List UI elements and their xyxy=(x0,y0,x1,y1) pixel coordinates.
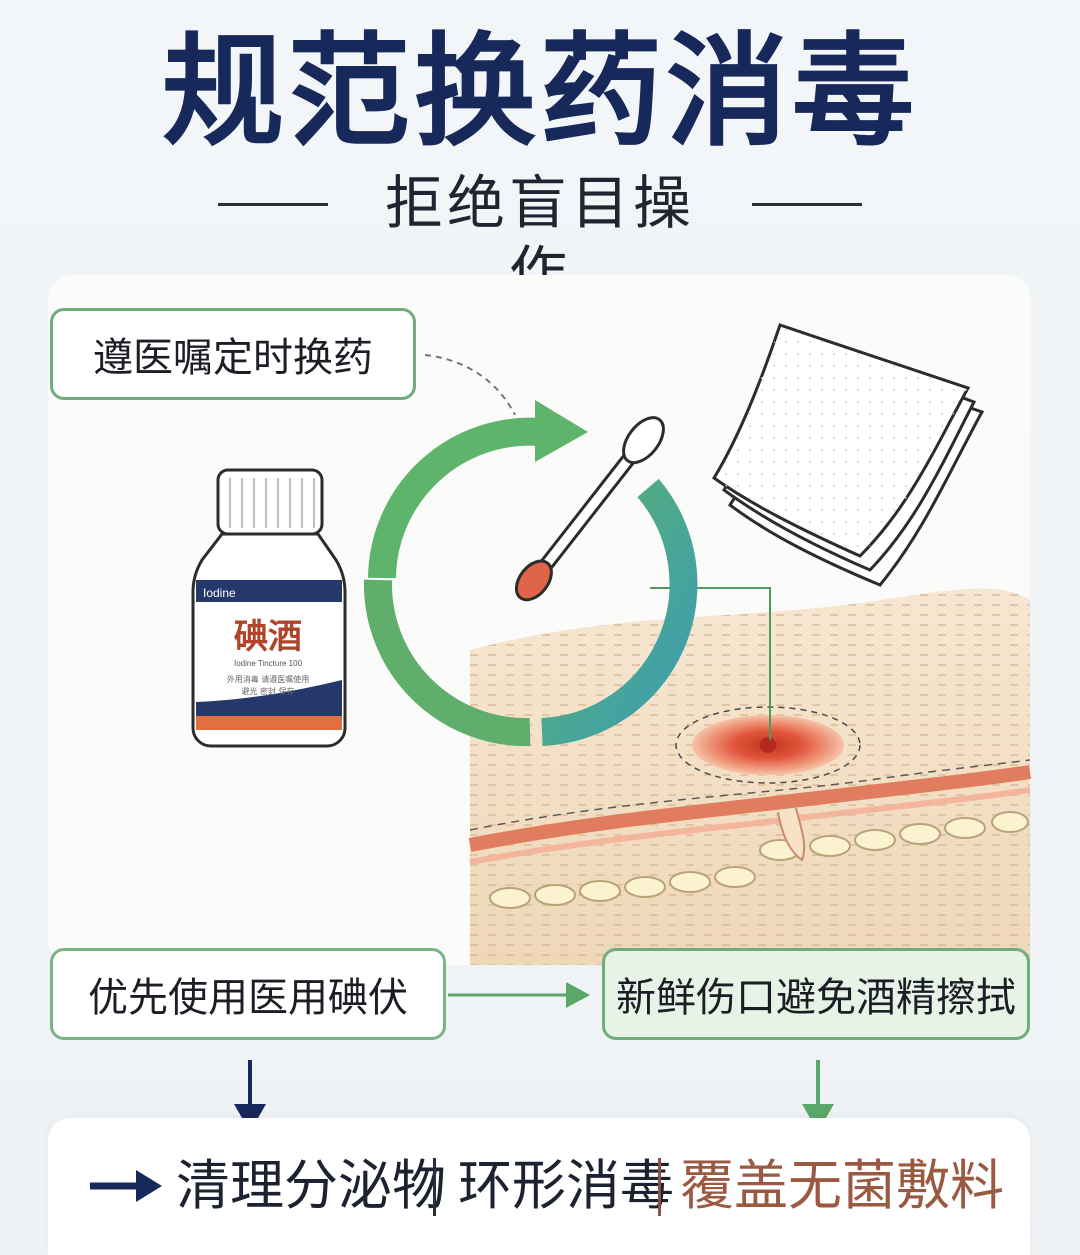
subtitle-row: 拒绝盲目操作 xyxy=(0,168,1080,307)
step-divider xyxy=(433,1158,436,1216)
bottle-fine-print-2: 外用消毒 请遵医嘱使用 xyxy=(227,674,310,684)
label-timed-dressing: 遵医嘱定时换药 xyxy=(50,308,416,400)
bottle-fine-print-3: 避光 密封 保存 xyxy=(241,686,294,696)
step-cover-sterile-dressing: 覆盖无菌敷料 xyxy=(680,1154,1004,1217)
bottle-label: 碘酒 xyxy=(234,617,302,657)
gauze-icon xyxy=(711,323,985,587)
iodine-bottle-icon xyxy=(191,468,347,748)
bottle-fine-print-1: Iodine Tincture 100 xyxy=(234,659,303,668)
right-arrow-icon xyxy=(448,982,590,1008)
step-clean-secretions: 清理分泌物 xyxy=(176,1154,446,1217)
cycle-arrow-icon xyxy=(363,400,698,747)
right-arrow-icon xyxy=(90,1170,162,1202)
page-title: 规范换药消毒 xyxy=(162,21,918,163)
step-divider xyxy=(658,1158,661,1216)
label-avoid-alcohol: 新鲜伤口避免酒精擦拭 xyxy=(602,948,1030,1040)
cotton-swab-icon xyxy=(514,416,665,602)
subtitle-line-right xyxy=(752,203,862,206)
label-use-iodophor: 优先使用医用碘伏 xyxy=(50,948,446,1040)
page-subtitle: 拒绝盲目操作 xyxy=(384,169,695,307)
bottle-brand: Iodine xyxy=(203,586,236,600)
subtitle-line-left xyxy=(218,203,328,206)
skin-wound-icon xyxy=(468,588,1032,965)
step-ring-disinfection: 环形消毒 xyxy=(458,1154,674,1217)
steps-bar: 清理分泌物 环形消毒 覆盖无菌敷料 xyxy=(48,1118,1030,1255)
